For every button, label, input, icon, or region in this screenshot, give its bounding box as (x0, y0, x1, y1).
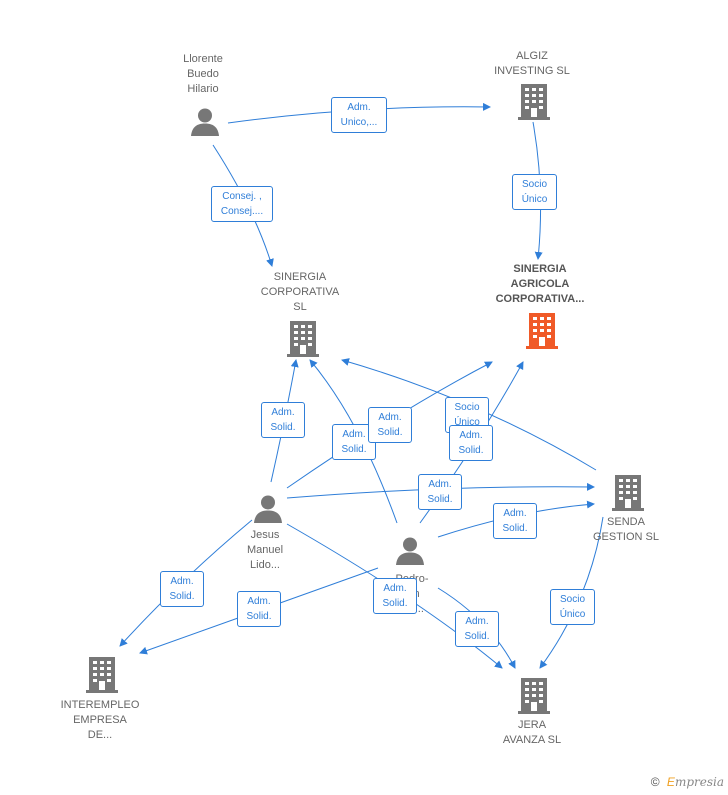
brand-logo-text: mpresia (674, 775, 724, 789)
edge-label-jesus-sinergia-agricola[interactable]: Adm. Solid. (368, 407, 412, 443)
node-label-interempleo[interactable]: INTEREMPLEO EMPRESA DE... (60, 699, 140, 741)
edge-label-jesus-jera[interactable]: Adm. Solid. (373, 578, 417, 614)
node-label-sinergia-agricola[interactable]: SINERGIA AGRICOLA CORPORATIVA... (495, 263, 585, 305)
brand-logo-initial: E (666, 775, 675, 789)
edge-label-algiz-sinergia-agricola[interactable]: Socio Único (512, 174, 557, 210)
edge-label-senda-jera[interactable]: Socio Único (550, 589, 595, 625)
node-label-senda[interactable]: SENDA GESTION SL (592, 516, 660, 543)
node-label-algiz[interactable]: ALGIZ INVESTING SL (494, 50, 570, 77)
node-label-sinergia-corp[interactable]: SINERGIA CORPORATIVA SL (260, 271, 340, 313)
edge-label-jesus-interempleo[interactable]: Adm. Solid. (160, 571, 204, 607)
edge-label-llorente-algiz[interactable]: Adm. Unico,... (331, 97, 387, 133)
building-icon-sinergia-corp[interactable] (287, 321, 319, 357)
person-icon-jesus[interactable] (253, 494, 283, 524)
copyright-symbol: © (650, 775, 660, 789)
edge-label-llorente-sinergia-corp[interactable]: Consej. , Consej.... (211, 186, 273, 222)
node-label-jesus[interactable]: Jesus Manuel Lido... (246, 529, 284, 571)
edge-label-pedro-jera[interactable]: Adm. Solid. (455, 611, 499, 647)
building-icon-jera[interactable] (518, 678, 550, 714)
node-label-llorente[interactable]: Llorente Buedo Hilario (183, 53, 223, 95)
edge-label-jesus-sinergia-corp[interactable]: Adm. Solid. (261, 402, 305, 438)
building-icon-senda[interactable] (612, 475, 644, 511)
building-icon-sinergia-agricola[interactable] (526, 313, 558, 349)
node-label-jera[interactable]: JERA AVANZA SL (502, 719, 562, 746)
person-icon-llorente[interactable] (190, 107, 220, 137)
building-icon-interempleo[interactable] (86, 657, 118, 693)
building-icon-algiz[interactable] (518, 84, 550, 120)
edge-label-pedro-interempleo[interactable]: Adm. Solid. (237, 591, 281, 627)
edge-label-pedro-sinergia-agricola[interactable]: Adm. Solid. (449, 425, 493, 461)
footer-credit: © Empresia (651, 775, 724, 789)
edge-label-jesus-senda[interactable]: Adm. Solid. (418, 474, 462, 510)
edge-label-pedro-senda[interactable]: Adm. Solid. (493, 503, 537, 539)
person-icon-pedro[interactable] (395, 536, 425, 566)
